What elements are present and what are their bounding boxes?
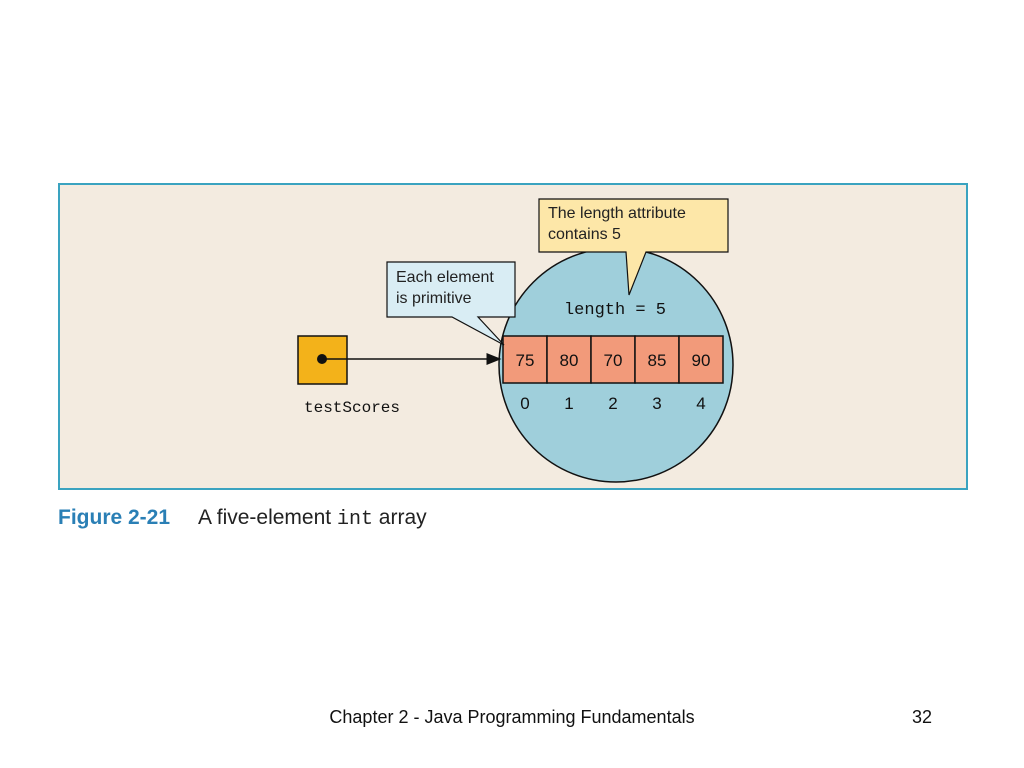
array-diagram: length = 5 75 80 70 85 90 0 1 2 3 4 [297,198,734,483]
index-label: 1 [564,394,573,413]
array-cell [590,335,636,384]
element-value: 85 [648,351,667,370]
index-label: 0 [520,394,529,413]
callout-length-text: The length attribute contains 5 [548,203,686,245]
length-expression: length = 5 [564,301,666,320]
element-value: 80 [560,351,579,370]
callout-primitive-line: is primitive [396,290,472,307]
figure-panel: length = 5 75 80 70 85 90 0 1 2 3 4 [58,183,968,490]
element-value: 75 [516,351,535,370]
caption-text-before: A five-element [198,506,337,529]
array-cell [502,335,548,384]
callout-length-line: The length attribute [548,205,686,222]
caption-code: int [336,508,373,531]
array-cells [502,335,724,384]
callout-length-line: contains 5 [548,226,621,243]
index-label: 4 [696,394,705,413]
variable-name: testScores [304,399,400,417]
callout-primitive-text: Each element is primitive [396,267,494,309]
index-label: 3 [652,394,661,413]
array-cell [634,335,680,384]
figure-caption: Figure 2-21 A five-element int array [58,506,427,531]
callout-primitive-bubble [386,261,516,346]
element-value: 70 [604,351,623,370]
figure-label: Figure 2-21 [58,506,171,529]
index-label: 2 [608,394,617,413]
callout-length-bubble [538,198,729,296]
page-number: 32 [912,707,933,727]
caption-text-after: array [372,506,427,529]
footer-title: Chapter 2 - Java Programming Fundamental… [329,707,695,727]
element-value: 90 [692,351,711,370]
array-cell [546,335,592,384]
array-cell [678,335,724,384]
callout-primitive-line: Each element [396,269,494,286]
